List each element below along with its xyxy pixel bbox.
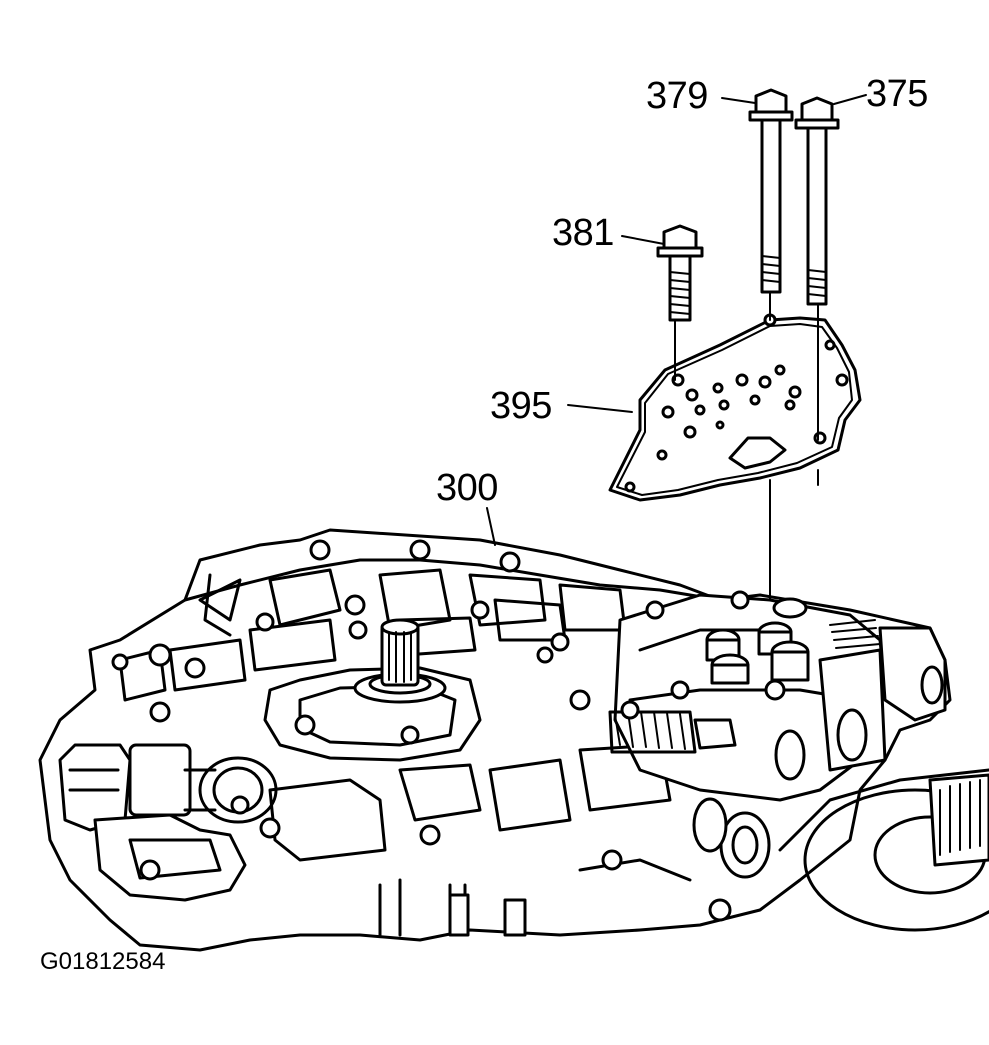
bolt-381: [656, 224, 704, 322]
callout-375: 375: [866, 73, 928, 115]
alignment-lines: [674, 291, 819, 601]
spring-group-right: [608, 710, 737, 754]
callout-395: 395: [490, 385, 552, 427]
callout-300: 300: [436, 467, 498, 509]
callout-379: 379: [646, 75, 708, 117]
callout-381: 381: [552, 212, 614, 254]
figure-id: G01812584: [40, 948, 166, 975]
spacer-plate-395: [608, 313, 862, 502]
bolt-375: [794, 96, 840, 306]
valve-body-300: [38, 528, 989, 952]
bolt-heads-body: [111, 539, 786, 922]
leader-lines: [486, 94, 867, 546]
bolt-379: [748, 88, 794, 294]
